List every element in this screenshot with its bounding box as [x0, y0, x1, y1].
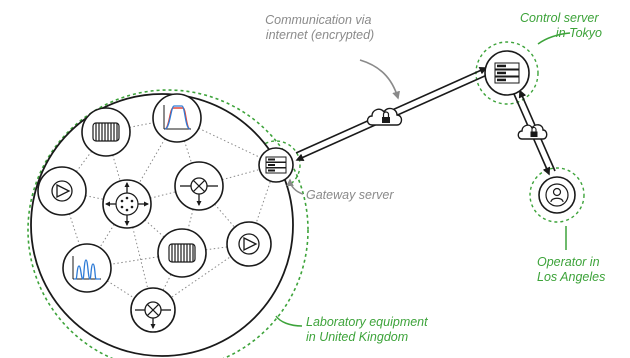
lab-device-spectrum-plot-icon-2[interactable]: [62, 243, 112, 293]
lab-device-switch-valve-icon[interactable]: [102, 179, 152, 229]
gateway-server-label: Gateway server: [306, 188, 394, 202]
lab-device-coil-icon-2[interactable]: [157, 228, 207, 278]
lab-device-pump-icon-2[interactable]: [226, 221, 272, 267]
lab-device-pump-icon[interactable]: [37, 166, 87, 216]
lab-device-coil-icon[interactable]: [81, 107, 131, 157]
control-server-label: Control server in Tokyo: [520, 11, 602, 40]
control-server-icon[interactable]: [484, 50, 530, 96]
operator-user-avatar-icon[interactable]: [538, 176, 576, 214]
lab-device-spectrum-plot-icon[interactable]: [152, 93, 202, 143]
lab-device-mixing-valve-icon-2[interactable]: [130, 287, 176, 333]
lab-zone-boundary: [27, 89, 309, 358]
cloud-lock-icon-2: [517, 124, 548, 140]
communication-pointer-arrow: [359, 59, 400, 100]
operator-zone-boundary: [529, 167, 585, 223]
cloud-lock-icon: [366, 107, 403, 126]
communication-label: Communication via internet (encrypted): [265, 13, 375, 42]
operator-label: Operator in Los Angeles: [537, 255, 605, 284]
control-pointer-arrow: [537, 32, 571, 45]
gateway-server-icon[interactable]: [258, 147, 294, 183]
lab-device-mixing-valve-icon[interactable]: [174, 161, 224, 211]
gateway-pointer-arrow: [286, 178, 304, 195]
lab-pointer-arrow: [275, 315, 303, 327]
lab-equipment-label: Laboratory equipment in United Kingdom: [306, 315, 431, 344]
